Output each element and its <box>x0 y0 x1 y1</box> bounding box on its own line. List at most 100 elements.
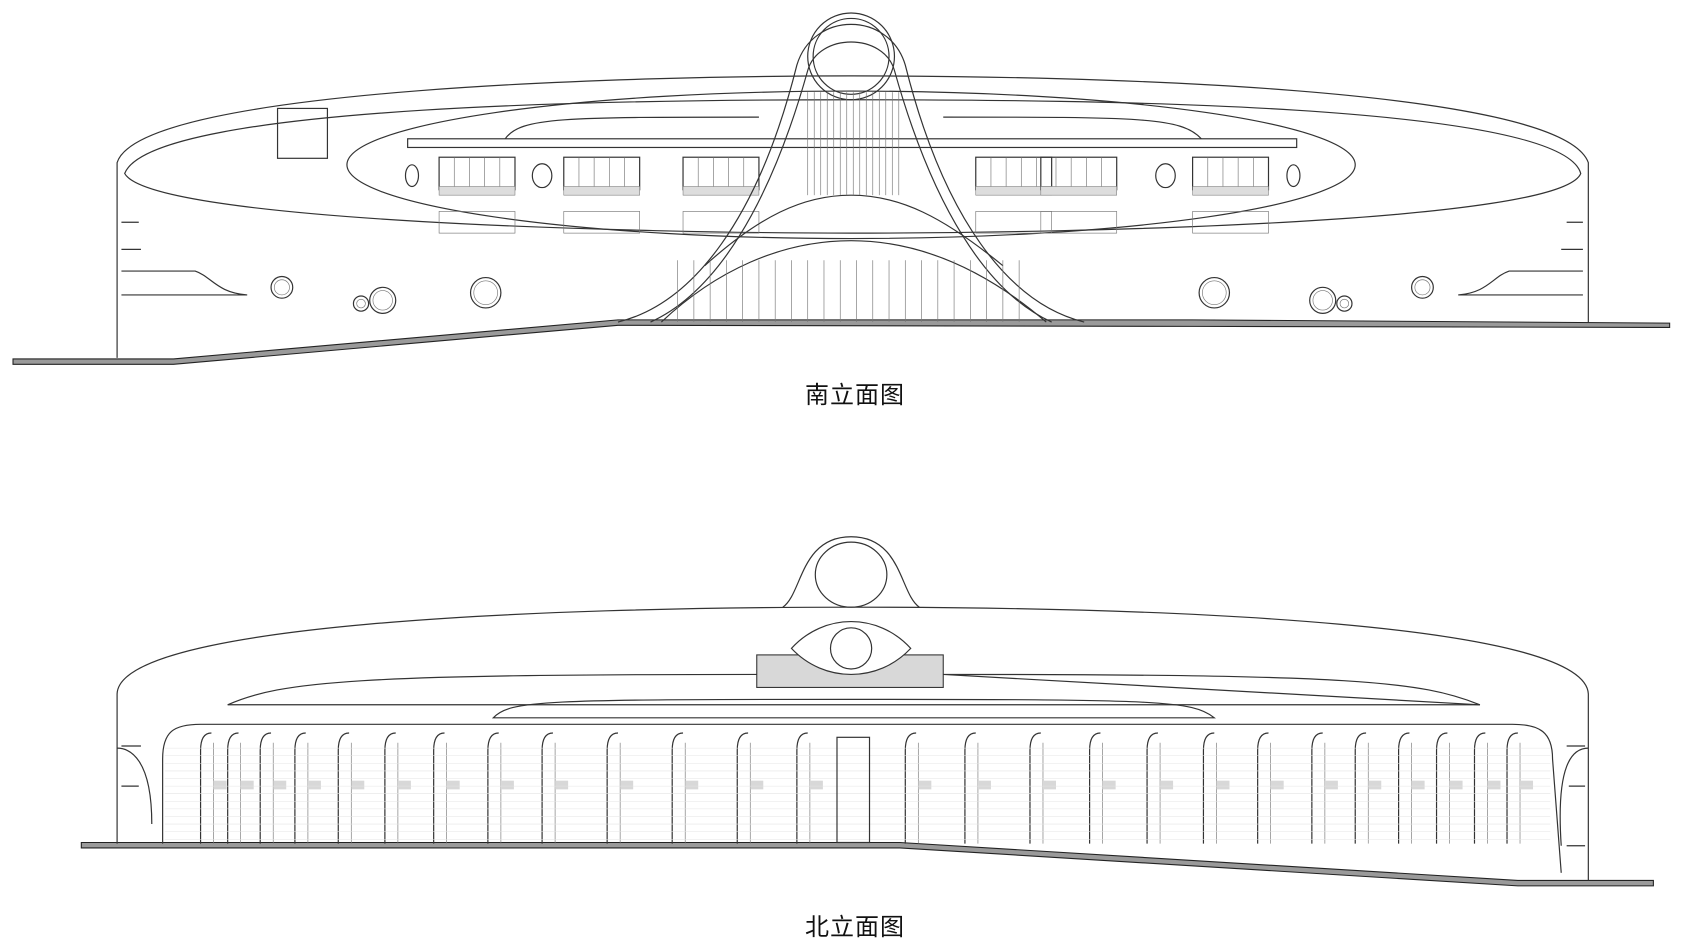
spandrel-panel <box>1449 780 1463 790</box>
south-ground-line <box>12 319 1671 365</box>
oval-window <box>531 163 553 189</box>
spandrel-panel <box>1487 780 1501 790</box>
porthole-window <box>270 275 294 299</box>
oval-window <box>404 164 420 188</box>
spandrel-panel <box>1520 780 1534 790</box>
column <box>1506 732 1518 844</box>
porthole-inner <box>372 290 393 311</box>
spandrel-panel <box>500 780 514 790</box>
spandrel-panel <box>555 780 569 790</box>
spandrel-panel <box>1160 780 1174 790</box>
south-outer-shell <box>116 75 1589 358</box>
south-roof-band <box>504 116 1202 140</box>
spandrel-panel <box>750 780 764 790</box>
porthole-inner <box>356 298 366 309</box>
spandrel-panel <box>1102 780 1116 790</box>
porthole-inner <box>1202 280 1227 306</box>
south-outer-opening <box>124 99 1582 234</box>
north-top-tower <box>782 536 920 608</box>
spandrel-panel <box>918 780 932 790</box>
south-round-windows <box>270 275 1434 314</box>
balcony-railing <box>1192 186 1269 196</box>
north-oculus <box>814 541 888 608</box>
column <box>1202 732 1215 844</box>
north-left-wing <box>117 745 153 825</box>
courtyard-window <box>682 156 760 191</box>
balcony-railing <box>682 186 760 196</box>
spandrel-panel <box>1411 780 1425 790</box>
porthole-window <box>352 295 370 312</box>
spandrel-panel <box>240 780 254 790</box>
porthole-inner <box>473 280 498 306</box>
column <box>259 732 272 844</box>
porthole-inner <box>1339 298 1350 309</box>
porthole-window <box>1336 295 1353 312</box>
balcony-railing <box>563 186 640 196</box>
south-stair-tower <box>276 107 329 159</box>
north-eye-window <box>790 621 912 675</box>
spandrel-panel <box>351 780 365 790</box>
south-right-balcony <box>1458 221 1583 296</box>
lower-window <box>1040 211 1118 234</box>
north-entrance <box>836 736 871 844</box>
south-courtyard-windows <box>404 156 1301 234</box>
south-central-tower <box>617 23 1085 323</box>
spandrel-panel <box>1324 780 1338 790</box>
south-glass-facade <box>677 92 1020 323</box>
north-colonnade-frame <box>162 723 1562 873</box>
column <box>671 732 684 844</box>
courtyard-window <box>563 156 641 191</box>
spandrel-panel <box>1216 780 1230 790</box>
column <box>1473 732 1486 844</box>
column <box>1029 732 1041 844</box>
column <box>294 732 306 844</box>
north-ground-line <box>80 841 1654 887</box>
column <box>227 732 239 844</box>
column <box>1311 732 1323 844</box>
south-central-tower-inner <box>650 41 1052 323</box>
column <box>487 732 499 844</box>
column <box>1089 732 1101 844</box>
column <box>1398 732 1410 844</box>
south-oculus <box>807 12 896 101</box>
porthole-inner <box>1414 279 1431 296</box>
porthole-inner <box>1312 290 1333 311</box>
lower-window <box>682 211 760 234</box>
column <box>1354 732 1367 844</box>
porthole-window <box>469 276 502 309</box>
column <box>964 732 976 844</box>
south-courtyard-ellipse <box>346 90 1356 240</box>
porthole-window <box>1198 276 1231 309</box>
porthole-window <box>1309 286 1337 314</box>
oval-window <box>1155 163 1176 189</box>
spandrel-panel <box>307 780 321 790</box>
spandrel-panel <box>977 780 991 790</box>
balcony-railing <box>1040 186 1117 196</box>
north-roof-strip-upper <box>227 673 1481 706</box>
lower-window <box>438 211 516 234</box>
lower-window <box>975 211 1052 234</box>
spandrel-panel <box>620 780 634 790</box>
column <box>1435 732 1448 844</box>
south-elevation-title: 南立面图 <box>805 381 905 409</box>
balcony-railing <box>438 186 516 196</box>
column <box>796 732 808 844</box>
spandrel-panel <box>1368 780 1382 790</box>
north-elevation-title: 北立面图 <box>805 913 905 941</box>
north-roof-strip-lower <box>491 698 1216 719</box>
south-left-balcony <box>121 221 248 296</box>
lower-window <box>1192 211 1269 234</box>
spandrel-panel <box>1042 780 1056 790</box>
spandrel-panel <box>685 780 699 790</box>
lower-window <box>563 211 640 234</box>
south-canopy-arch <box>704 194 1004 267</box>
south-eave <box>407 138 1298 149</box>
column <box>1146 732 1158 844</box>
oval-window <box>1286 164 1301 188</box>
porthole-window <box>1411 275 1434 299</box>
spandrel-panel <box>809 780 823 790</box>
column <box>337 732 350 844</box>
south-oculus-inner <box>812 17 890 95</box>
column <box>541 732 553 844</box>
